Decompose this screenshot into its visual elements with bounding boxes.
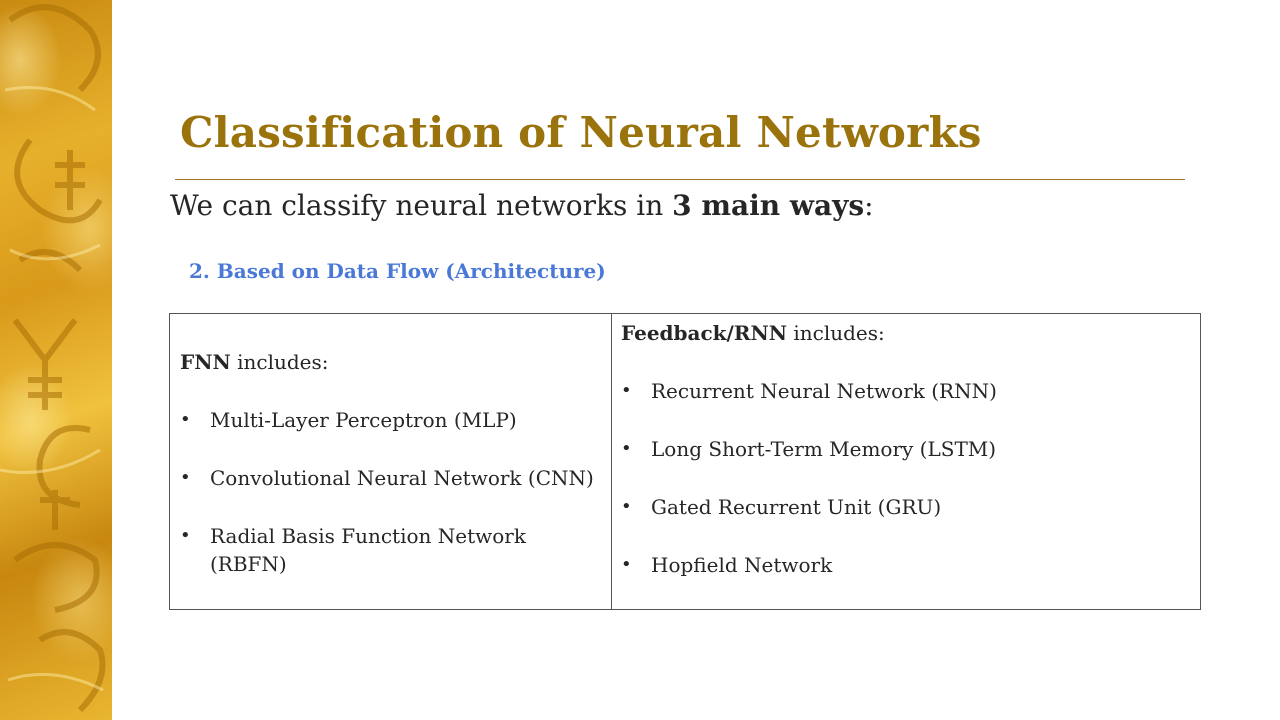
list-item: Multi-Layer Perceptron (MLP): [180, 406, 600, 434]
list-item: Hopfield Network: [621, 551, 1181, 579]
currency-symbols-icon: [0, 4, 106, 713]
rnn-heading-rest: includes:: [787, 321, 885, 345]
fnn-list: Multi-Layer Perceptron (MLP) Convolution…: [180, 406, 600, 608]
rnn-heading: Feedback/RNN includes:: [621, 321, 885, 345]
list-item: Long Short-Term Memory (LSTM): [621, 435, 1181, 463]
list-item: Recurrent Neural Network (RNN): [621, 377, 1181, 405]
intro-text: We can classify neural networks in 3 mai…: [170, 189, 874, 222]
section-subheading: 2. Based on Data Flow (Architecture): [189, 259, 606, 283]
fnn-heading-bold: FNN: [180, 350, 231, 374]
list-item: Radial Basis Function Network (RBFN): [180, 522, 600, 578]
list-item: Gated Recurrent Unit (GRU): [621, 493, 1181, 521]
architecture-table: FNN includes: Multi-Layer Perceptron (ML…: [169, 313, 1201, 610]
rnn-list: Recurrent Neural Network (RNN) Long Shor…: [621, 377, 1181, 609]
fnn-column: FNN includes: Multi-Layer Perceptron (ML…: [170, 314, 612, 609]
list-item: Convolutional Neural Network (CNN): [180, 464, 600, 492]
decorative-currency-strip: [0, 0, 112, 720]
fnn-heading-rest: includes:: [230, 350, 329, 374]
rnn-column: Feedback/RNN includes: Recurrent Neural …: [612, 314, 1200, 609]
rnn-heading-bold: Feedback/RNN: [621, 321, 788, 345]
slide-title: Classification of Neural Networks: [180, 108, 982, 157]
fnn-heading: FNN includes:: [180, 350, 329, 374]
intro-prefix: We can classify neural networks in: [170, 189, 673, 222]
intro-bold: 3 main ways: [672, 189, 865, 222]
intro-suffix: :: [864, 189, 874, 222]
title-divider: [175, 179, 1185, 180]
